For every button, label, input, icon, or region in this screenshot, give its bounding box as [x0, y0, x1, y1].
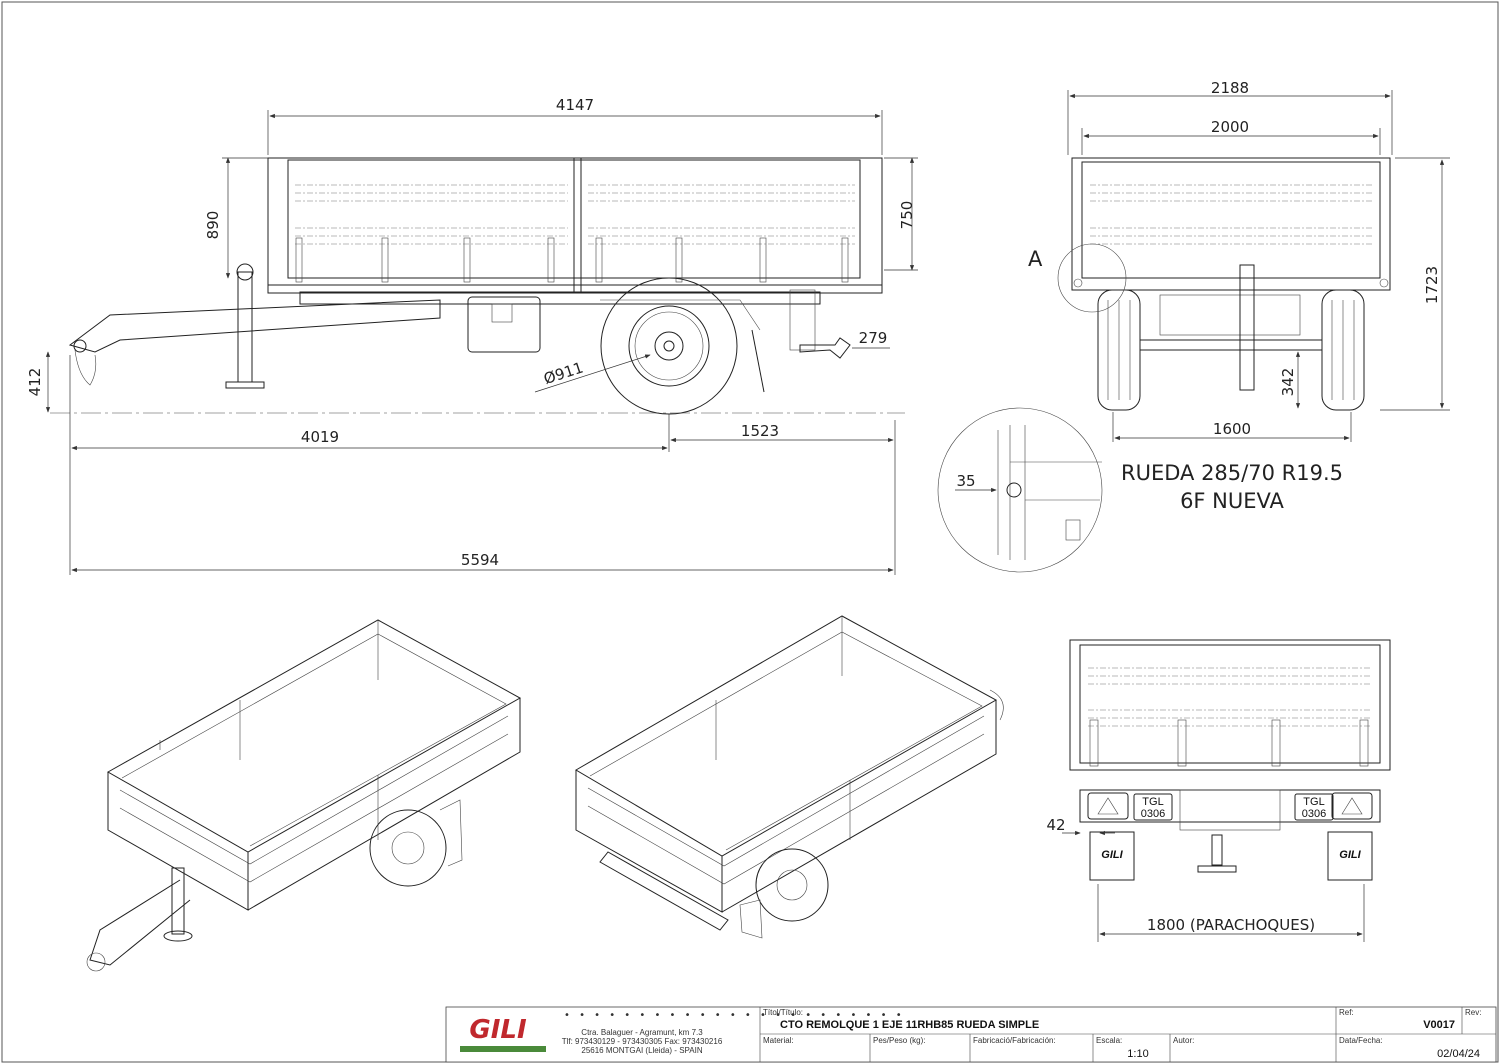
dim-wheel-diameter: Ø911 — [541, 358, 585, 388]
peso-label: Pes/Peso (kg): — [873, 1036, 925, 1045]
ref-value: V0017 — [1423, 1019, 1455, 1031]
dim-1600: 1600 — [1213, 420, 1251, 438]
plate-left-bottom: 0306 — [1141, 808, 1165, 820]
dim-1723: 1723 — [1423, 266, 1441, 304]
ref-label: Ref: — [1339, 1008, 1354, 1017]
address-line3: 25616 MONTGAI (Lleida) - SPAIN — [581, 1046, 702, 1055]
mudflap-right-logo: GILI — [1339, 849, 1361, 861]
plate-right-bottom: 0306 — [1302, 808, 1326, 820]
dim-342: 342 — [1279, 368, 1297, 397]
dim-279: 279 — [859, 329, 888, 347]
wheel-note-line1: RUEDA 285/70 R19.5 — [1121, 461, 1343, 485]
autor-label: Autor: — [1173, 1036, 1194, 1045]
dim-412: 412 — [26, 368, 44, 397]
material-label: Material: — [763, 1036, 794, 1045]
plate-left-top: TGL — [1142, 796, 1163, 808]
dim-5594: 5594 — [461, 551, 499, 569]
dim-35: 35 — [956, 472, 975, 490]
drawing-title: CTO REMOLQUE 1 EJE 11RHB85 RUEDA SIMPLE — [780, 1019, 1039, 1031]
dim-1523: 1523 — [741, 422, 779, 440]
escala-value: 1:10 — [1127, 1048, 1148, 1060]
detail-a-view: 35 — [937, 407, 1103, 573]
dim-2188: 2188 — [1211, 79, 1249, 97]
isometric-view-right — [575, 615, 1004, 939]
dim-42: 42 — [1046, 816, 1065, 834]
address-line1: Ctra. Balaguer - Agramunt, km 7.3 — [581, 1028, 703, 1037]
dim-890: 890 — [204, 211, 222, 240]
fabricacion-label: Fabricació/Fabricación: — [973, 1036, 1056, 1045]
dim-750: 750 — [898, 201, 916, 230]
company-logo: GILI — [469, 1015, 527, 1045]
title-block: GILI • • • • • • • • • • • • • • • • • •… — [445, 1006, 1497, 1063]
rear-lights-view: TGL 0306 TGL 0306 GILI GILI 42 1800 (PAR… — [1046, 639, 1391, 942]
rear-view: A 2188 2000 1723 342 1600 — [1028, 79, 1450, 442]
dim-4019: 4019 — [301, 428, 339, 446]
logo-dots: • • • • • • • • • • • • • • • • • • • • … — [564, 1010, 905, 1021]
detail-a-label: A — [1028, 247, 1043, 271]
address-line2: Tlf: 973430129 - 973430305 Fax: 97343021… — [562, 1037, 723, 1046]
plate-right-top: TGL — [1303, 796, 1324, 808]
side-view: 4147 890 750 412 Ø911 279 4019 1523 5594 — [26, 96, 918, 575]
titol-label: Títol/Título: — [763, 1008, 803, 1017]
logo-green-stripe — [460, 1046, 546, 1052]
isometric-view-left — [86, 619, 522, 972]
wheel-note-line2: 6F NUEVA — [1180, 489, 1284, 513]
rev-label: Rev: — [1465, 1008, 1481, 1017]
fecha-label: Data/Fecha: — [1339, 1036, 1383, 1045]
fecha-value: 02/04/24 — [1437, 1048, 1480, 1060]
escala-label: Escala: — [1096, 1036, 1122, 1045]
dim-1800-bumper: 1800 (PARACHOQUES) — [1147, 916, 1315, 934]
mudflap-left-logo: GILI — [1101, 849, 1123, 861]
dim-4147: 4147 — [556, 96, 594, 114]
dim-2000: 2000 — [1211, 118, 1249, 136]
